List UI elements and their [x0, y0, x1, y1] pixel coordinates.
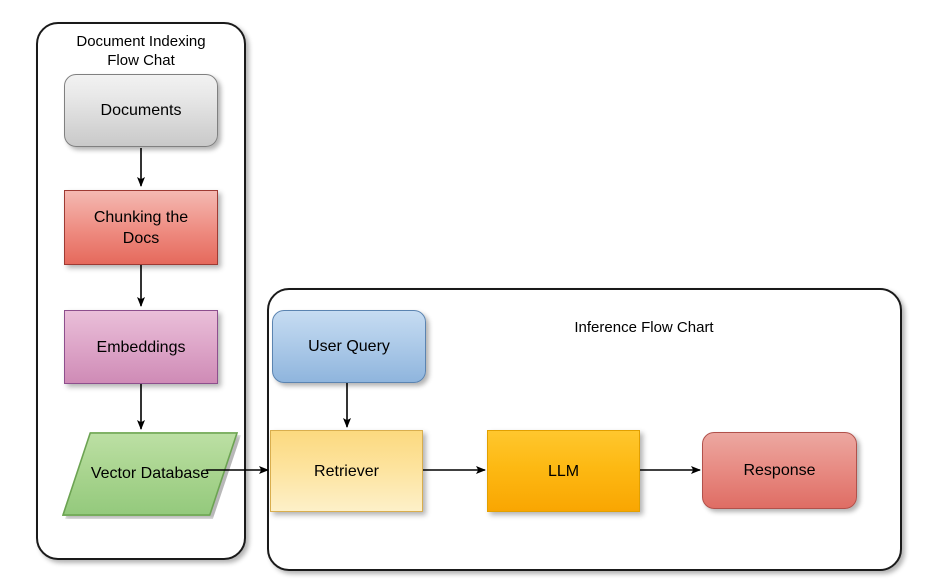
- node-llm[interactable]: LLM: [487, 430, 640, 512]
- panel-document-indexing-title: Document Indexing Flow Chat: [76, 33, 206, 69]
- node-documents[interactable]: Documents: [64, 74, 218, 147]
- node-chunking-the-docs[interactable]: Chunking the Docs: [64, 190, 218, 265]
- node-user-query[interactable]: User Query: [272, 310, 426, 383]
- panel-inference-title: Inference Flow Chart: [574, 319, 714, 336]
- node-response[interactable]: Response: [702, 432, 857, 509]
- node-retriever[interactable]: Retriever: [270, 430, 423, 512]
- node-vector-database-label: Vector Database: [90, 465, 210, 482]
- node-embeddings[interactable]: Embeddings: [64, 310, 218, 384]
